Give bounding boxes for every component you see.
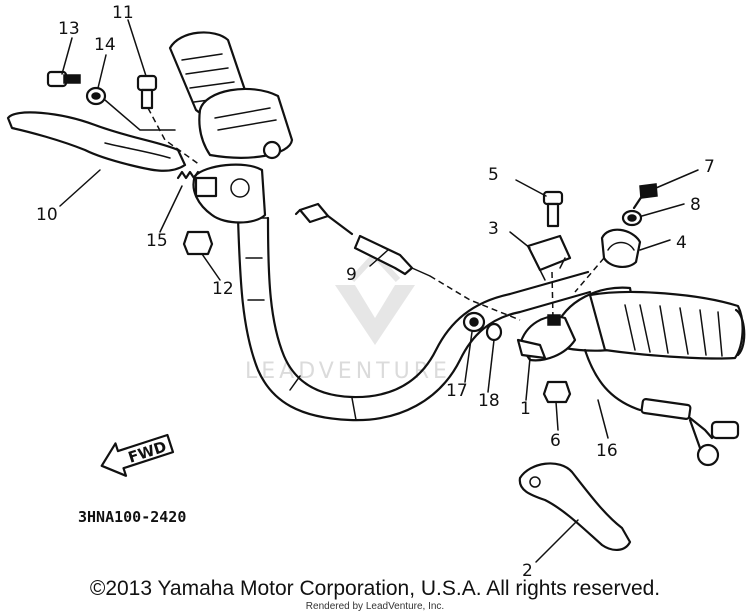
callout-8: 8 (690, 195, 701, 215)
spring-15 (176, 170, 200, 180)
callout-4: 4 (676, 233, 687, 253)
callout-7: 7 (704, 157, 715, 177)
clamp-4 (600, 228, 642, 268)
handlebar (236, 216, 592, 422)
left-lever-bracket (192, 163, 267, 224)
switch-cable-9 (294, 202, 521, 321)
nut-12 (182, 230, 214, 256)
callout-17: 17 (446, 381, 468, 401)
nut-14 (85, 86, 107, 106)
holder-3 (526, 234, 572, 281)
washer-17 (462, 311, 486, 333)
throttle-bracket-1 (516, 314, 577, 362)
bolt-11 (136, 74, 158, 110)
left-grip-assembly (168, 31, 294, 160)
leader-lines (59, 19, 699, 563)
callout-1: 1 (520, 399, 531, 419)
rendered-by-notice: Rendered by LeadVenture, Inc. (305, 601, 445, 612)
washer-8 (621, 209, 643, 227)
callout-13: 13 (58, 19, 80, 39)
nut-18 (485, 322, 503, 342)
callout-2: 2 (522, 561, 533, 581)
callout-5: 5 (488, 165, 499, 185)
front-brake-lever-2 (518, 462, 632, 551)
callout-10: 10 (36, 205, 58, 225)
fwd-arrow: FWD (100, 433, 175, 477)
diagram-part-code: 3HNA100-2420 (78, 508, 186, 526)
nut-6 (542, 380, 572, 404)
callout-14: 14 (94, 35, 116, 55)
fwd-label: FWD (126, 437, 169, 466)
right-grip-assembly (553, 286, 746, 360)
callout-12: 12 (212, 279, 234, 299)
clutch-lever (6, 111, 187, 172)
callout-6: 6 (550, 431, 561, 451)
screw-7 (632, 183, 658, 210)
callout-16: 16 (596, 441, 618, 461)
callout-18: 18 (478, 391, 500, 411)
copyright-notice: ©2013 Yamaha Motor Corporation, U.S.A. A… (89, 577, 661, 600)
callout-15: 15 (146, 231, 168, 251)
bolt-5 (542, 190, 564, 228)
callout-11: 11 (112, 3, 134, 23)
throttle-cable-16 (583, 348, 740, 467)
bolt-13 (46, 70, 81, 88)
callout-9: 9 (346, 265, 357, 285)
callout-3: 3 (488, 219, 499, 239)
